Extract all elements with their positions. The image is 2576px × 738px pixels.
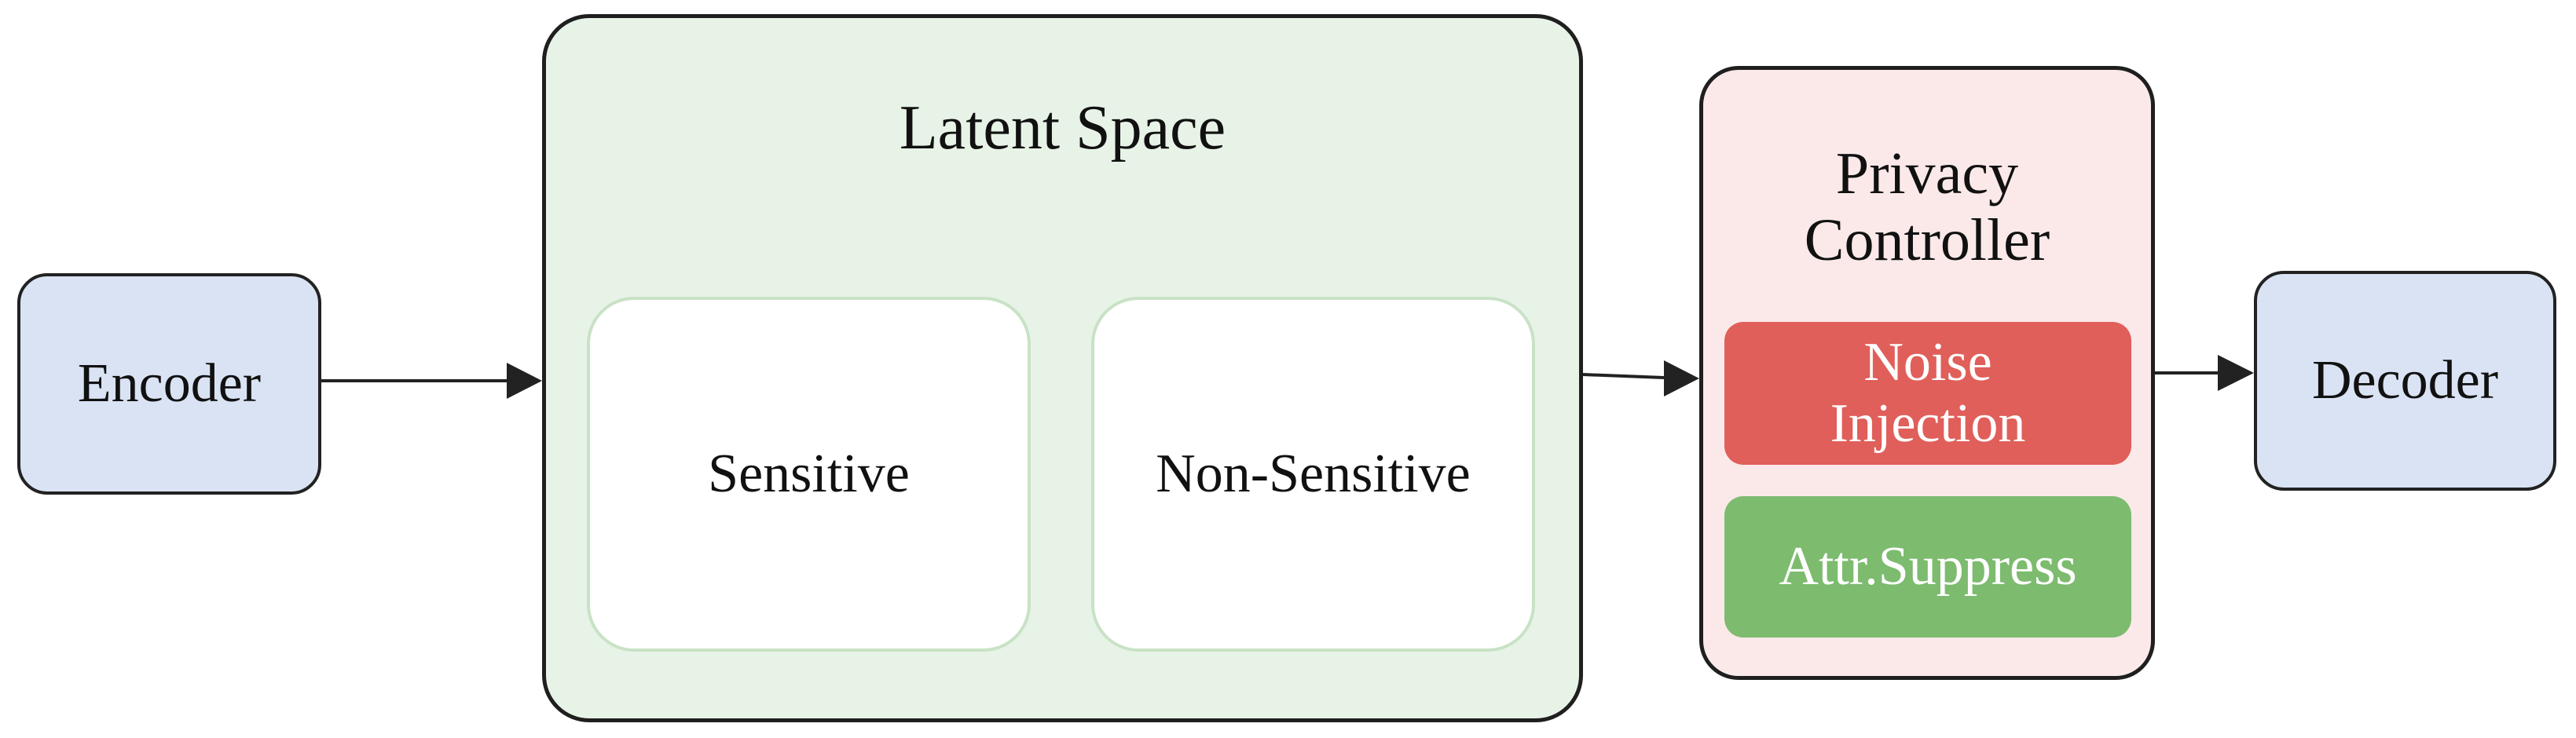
sensitive-block: Sensitive bbox=[587, 297, 1031, 652]
sensitive-label: Sensitive bbox=[708, 444, 910, 504]
arrow-latent-to-privacy bbox=[1582, 373, 1665, 379]
latent-space-title: Latent Space bbox=[899, 93, 1226, 163]
encoder-block: Encoder bbox=[17, 273, 321, 495]
arrowhead-privacy-to-decoder bbox=[2218, 355, 2254, 391]
noise-injection-line1: Noise bbox=[1863, 331, 1992, 393]
encoder-label: Encoder bbox=[77, 353, 262, 414]
non-sensitive-label: Non-Sensitive bbox=[1156, 444, 1471, 504]
latent-space-block: Latent Space Sensitive Non-Sensitive bbox=[542, 14, 1583, 722]
privacy-controller-block: Privacy Controller Noise Injection Attr.… bbox=[1699, 66, 2155, 680]
attr-suppress-block: Attr.Suppress bbox=[1724, 496, 2131, 638]
decoder-label: Decoder bbox=[2311, 349, 2499, 411]
noise-injection-line2: Injection bbox=[1830, 393, 2026, 454]
arrowhead-latent-to-privacy bbox=[1664, 360, 1699, 396]
non-sensitive-block: Non-Sensitive bbox=[1091, 297, 1535, 652]
privacy-controller-title-line1: Privacy bbox=[1835, 141, 2019, 206]
attr-suppress-label: Attr.Suppress bbox=[1779, 536, 2077, 597]
decoder-block: Decoder bbox=[2254, 271, 2556, 491]
noise-injection-block: Noise Injection bbox=[1724, 322, 2131, 465]
arrowhead-encoder-to-latent bbox=[507, 363, 542, 399]
privacy-controller-title-line2: Controller bbox=[1804, 207, 2050, 274]
privacy-controller-title: Privacy Controller bbox=[1703, 141, 2151, 274]
